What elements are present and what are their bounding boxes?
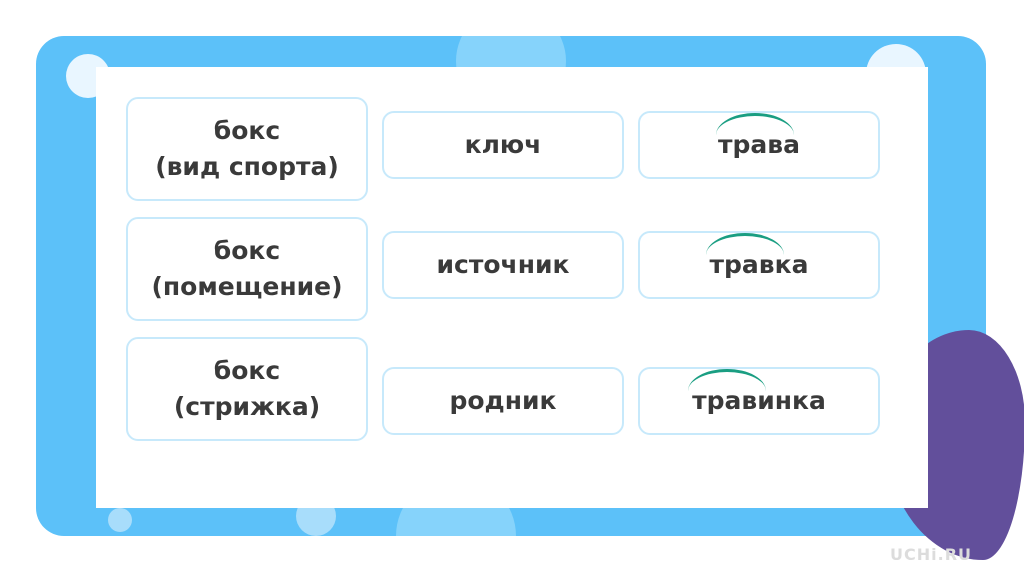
word-tile-boks-sport: бокс (вид спорта) [126, 97, 368, 201]
word-meaning: (вид спорта) [155, 152, 339, 181]
word-meaning: (помещение) [151, 272, 343, 301]
root-arc-mark [716, 113, 795, 135]
word-text: родник [449, 386, 557, 415]
root-arc-mark [688, 369, 767, 391]
word-tile-istochnik: источник [382, 231, 624, 299]
decor-bubble [108, 508, 132, 532]
word-tile-klyuch: ключ [382, 111, 624, 179]
content-card: бокс (вид спорта) бокс (помещение) бокс … [96, 67, 928, 508]
word-tile-boks-room: бокс (помещение) [126, 217, 368, 321]
word-text: бокс [213, 236, 281, 265]
word-tile-rodnik: родник [382, 367, 624, 435]
word-text: бокс [213, 116, 281, 145]
brand-logo: UCHi.RU [890, 545, 972, 564]
root-word: травка [705, 233, 808, 283]
word-text: бокс [213, 356, 281, 385]
root-word: травинка [688, 369, 826, 419]
word-tile-travka: травка [638, 231, 880, 299]
word-meaning: (стрижка) [173, 392, 321, 421]
word-tile-travinka: травинка [638, 367, 880, 435]
word-tile-trava: трава [638, 111, 880, 179]
root-arc-mark [705, 233, 784, 255]
word-text: источник [436, 250, 570, 279]
root-word: трава [716, 113, 800, 163]
word-tile-boks-haircut: бокс (стрижка) [126, 337, 368, 441]
word-text: ключ [464, 130, 542, 159]
